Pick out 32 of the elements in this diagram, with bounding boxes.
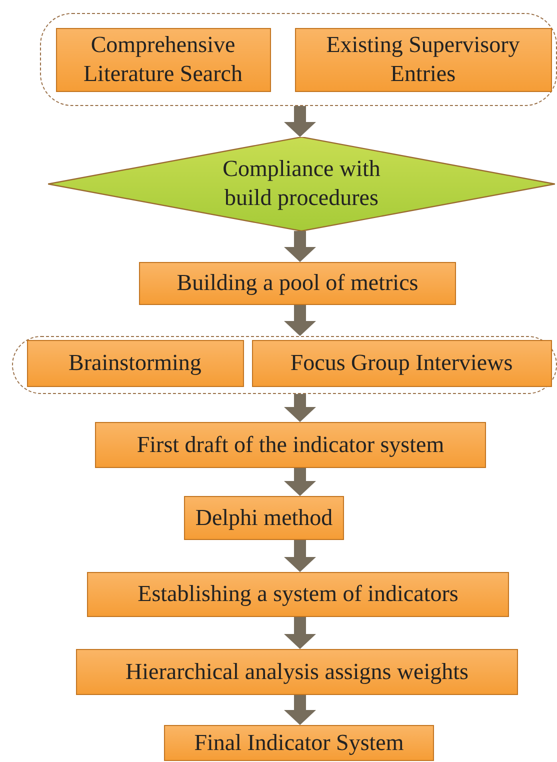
process-box: [164, 725, 434, 761]
box-label: Building a pool of metrics: [176, 269, 420, 298]
dashed-group-frame: [40, 13, 557, 106]
block-arrow: [284, 231, 316, 262]
box-label: Establishing a system of indicators: [136, 580, 460, 608]
box-label: Hierarchical analysis assigns weights: [124, 658, 470, 686]
decision-diamond: [48, 137, 555, 231]
box-label: Existing Supervisory Entries: [325, 30, 521, 88]
block-arrow: [284, 468, 316, 496]
box-label: Comprehensive Literature Search: [82, 30, 244, 88]
block-arrow: [284, 305, 316, 336]
process-box: [252, 340, 552, 386]
process-box: [294, 28, 552, 92]
block-arrow: [284, 540, 316, 572]
box-label: Final Indicator System: [193, 728, 405, 757]
process-box: [95, 422, 486, 468]
box-label: Focus Group Interviews: [289, 348, 514, 377]
process-box: [76, 649, 518, 695]
process-box: [184, 496, 344, 540]
process-box: [56, 28, 270, 92]
box-label: Brainstorming: [68, 348, 202, 377]
block-arrow: [284, 617, 316, 649]
process-box: [139, 262, 456, 305]
block-arrow: [284, 695, 316, 725]
process-box: [26, 340, 244, 386]
dashed-group-frame: [12, 336, 557, 394]
box-label: Delphi method: [194, 504, 334, 532]
block-arrow: [284, 394, 316, 422]
block-arrow: [284, 106, 316, 137]
process-box: [87, 572, 509, 617]
box-label: First draft of the indicator system: [136, 430, 446, 459]
box-label: Compliance with build procedures: [222, 155, 382, 212]
